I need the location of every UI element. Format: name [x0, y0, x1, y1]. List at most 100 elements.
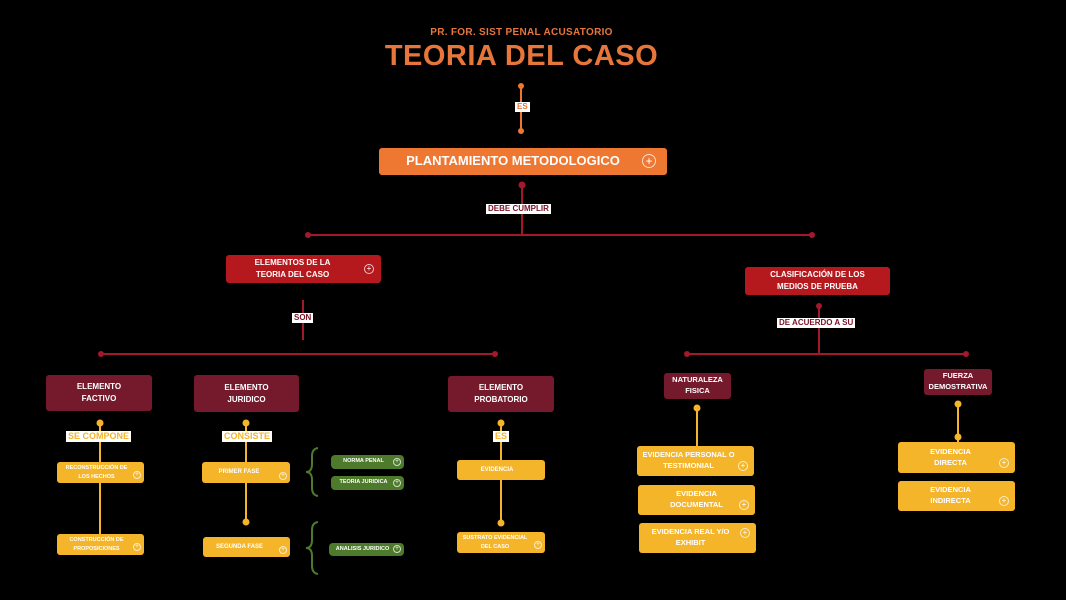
node-label-line2: JURIDICO	[227, 394, 266, 404]
node-label-line1: RECONSTRUCCIÓN DE	[65, 465, 128, 472]
node-label-line2: DOCUMENTAL	[670, 500, 723, 509]
node-label: PRIMER FASE	[218, 469, 260, 476]
node-label-line2: PROBATORIO	[474, 395, 528, 404]
link-label-debe-cumplir: DEBE CUMPLIR	[486, 204, 551, 214]
expand-plus-icon[interactable]: +	[999, 496, 1009, 506]
expand-plus-icon[interactable]: +	[393, 458, 401, 466]
node-evidencia-personal-o-testimonial[interactable]: EVIDENCIA PERSONAL O TESTIMONIAL +	[637, 446, 754, 476]
link-label-se-compone: SE COMPONE	[66, 431, 132, 442]
node-label-line2: PROPOSICIONES	[73, 545, 120, 552]
node-label-line1: NATURALEZA	[672, 375, 723, 385]
expand-plus-icon[interactable]: +	[393, 479, 401, 487]
connector-dot	[242, 419, 250, 427]
node-label-line2: INDIRECTA	[930, 496, 971, 505]
connector-dot	[305, 232, 311, 238]
connector-dot	[693, 404, 701, 412]
link-label-son: SON	[292, 313, 314, 323]
node-label-line1: ELEMENTO	[76, 382, 122, 392]
node-elemento-factivo[interactable]: ELEMENTO FACTIVO	[46, 375, 152, 411]
node-evidencia-real-exhibit[interactable]: EVIDENCIA REAL Y/O EXHIBIT +	[639, 523, 756, 553]
node-label-line2: LOS HECHOS	[78, 473, 115, 480]
connector-dot	[497, 419, 505, 427]
expand-plus-icon[interactable]: +	[279, 472, 287, 480]
node-label-line1: CONSTRUCCIÓN DE	[69, 537, 124, 544]
node-evidencia[interactable]: EVIDENCIA	[457, 460, 545, 480]
node-teoria-juridica[interactable]: TEORIA JURIDICA +	[331, 476, 404, 490]
expand-plus-icon[interactable]: +	[133, 471, 141, 479]
node-label: EVIDENCIA	[480, 466, 514, 473]
brace-segunda-fase	[305, 521, 319, 575]
node-label-line1: EVIDENCIA REAL Y/O	[651, 527, 730, 537]
node-label-line1: EVIDENCIA	[930, 485, 971, 495]
node-sustrato-evidencial-del-caso[interactable]: SUSTRATO EVIDENCIAL DEL CASO +	[457, 532, 545, 553]
node-elemento-probatorio[interactable]: ELEMENTO PROBATORIO	[448, 376, 554, 412]
connector-dot	[809, 232, 815, 238]
node-label-line2: FISICA	[685, 386, 710, 395]
link-label-es-top: ES	[515, 102, 530, 112]
node-label-line2: DEMOSTRATIVA	[928, 382, 988, 391]
node-label-line1: CLASIFICACIÓN DE LOS	[770, 270, 865, 280]
node-construccion-de-proposiciones[interactable]: CONSTRUCCIÓN DE PROPOSICIONES +	[57, 534, 144, 555]
node-evidencia-directa[interactable]: EVIDENCIA DIRECTA +	[898, 442, 1015, 473]
connector-dot	[492, 351, 498, 357]
expand-plus-icon[interactable]: +	[534, 541, 542, 549]
link-label-de-acuerdo: DE ACUERDO A SU	[777, 318, 856, 328]
node-label: SEGUNDA FASE	[215, 543, 264, 550]
expand-plus-icon[interactable]: +	[642, 154, 656, 168]
node-label-line1: EVIDENCIA	[930, 446, 971, 456]
node-label-line1: ELEMENTO	[224, 382, 269, 392]
node-analisis-juridico[interactable]: ANALISIS JURIDICO +	[329, 543, 404, 556]
node-label-line2: DIRECTA	[934, 457, 967, 467]
node-clasificacion-medios-de-prueba[interactable]: CLASIFICACIÓN DE LOS MEDIOS DE PRUEBA	[745, 267, 890, 295]
connector-dot	[684, 351, 690, 357]
node-label-line1: FUERZA	[942, 371, 974, 381]
connector-dot	[816, 303, 822, 309]
node-label: TEORIA JURIDICA	[339, 479, 388, 486]
node-plantamiento-metodologico[interactable]: PLANTAMIENTO METODOLOGICO +	[379, 148, 667, 175]
node-segunda-fase[interactable]: SEGUNDA FASE +	[203, 537, 290, 557]
connector-dot	[518, 128, 524, 134]
expand-plus-icon[interactable]: +	[393, 545, 401, 553]
node-label-line1: EVIDENCIA PERSONAL O	[642, 450, 735, 460]
connector-dot	[954, 433, 962, 441]
node-label-line1: ELEMENTOS DE LA	[254, 258, 331, 268]
expand-plus-icon[interactable]: +	[740, 528, 750, 538]
connector-dot	[497, 519, 505, 527]
expand-plus-icon[interactable]: +	[738, 461, 748, 471]
node-label-line2: TEORIA DEL CASO	[255, 270, 330, 279]
connector-dot	[242, 518, 250, 526]
node-label: ANALISIS JURIDICO	[335, 545, 390, 552]
node-label-line2: EXHIBIT	[675, 538, 706, 547]
connector-dot	[98, 351, 104, 357]
expand-plus-icon[interactable]: +	[133, 543, 141, 551]
node-label: PLANTAMIENTO METODOLOGICO	[406, 153, 620, 169]
node-elementos-teoria-del-caso[interactable]: ELEMENTOS DE LA TEORIA DEL CASO +	[226, 255, 381, 283]
node-label-line1: EVIDENCIA	[676, 489, 717, 499]
node-primer-fase[interactable]: PRIMER FASE +	[202, 462, 290, 483]
node-label-line2: MEDIOS DE PRUEBA	[777, 282, 858, 291]
connector-dot	[96, 419, 104, 427]
node-norma-penal[interactable]: NORMA PENAL +	[331, 455, 404, 469]
node-naturaleza-fisica[interactable]: NATURALEZA FISICA	[664, 373, 731, 399]
brace-primer-fase	[305, 447, 319, 497]
expand-plus-icon[interactable]: +	[739, 500, 749, 510]
connector-dot	[518, 181, 526, 189]
node-elemento-juridico[interactable]: ELEMENTO JURIDICO	[194, 375, 299, 412]
connector-dot	[963, 351, 969, 357]
node-evidencia-documental[interactable]: EVIDENCIA DOCUMENTAL +	[638, 485, 755, 515]
expand-plus-icon[interactable]: +	[279, 546, 287, 554]
expand-plus-icon[interactable]: +	[999, 458, 1009, 468]
link-label-es-probatorio: ES	[493, 431, 510, 442]
node-label-line2: FACTIVO	[81, 394, 117, 403]
node-evidencia-indirecta[interactable]: EVIDENCIA INDIRECTA +	[898, 481, 1015, 511]
diagram-subtitle: PR. FOR. SIST PENAL ACUSATORIO	[430, 27, 613, 38]
diagram-title: TEORIA DEL CASO	[384, 40, 659, 72]
node-label-line1: SUSTRATO EVIDENCIAL	[462, 535, 528, 542]
node-fuerza-demostrativa[interactable]: FUERZA DEMOSTRATIVA	[924, 369, 992, 395]
expand-plus-icon[interactable]: +	[364, 264, 374, 274]
node-reconstruccion-de-los-hechos[interactable]: RECONSTRUCCIÓN DE LOS HECHOS +	[57, 462, 144, 483]
link-label-consiste: CONSISTE	[222, 431, 273, 442]
node-label-line2: TESTIMONIAL	[663, 461, 714, 470]
